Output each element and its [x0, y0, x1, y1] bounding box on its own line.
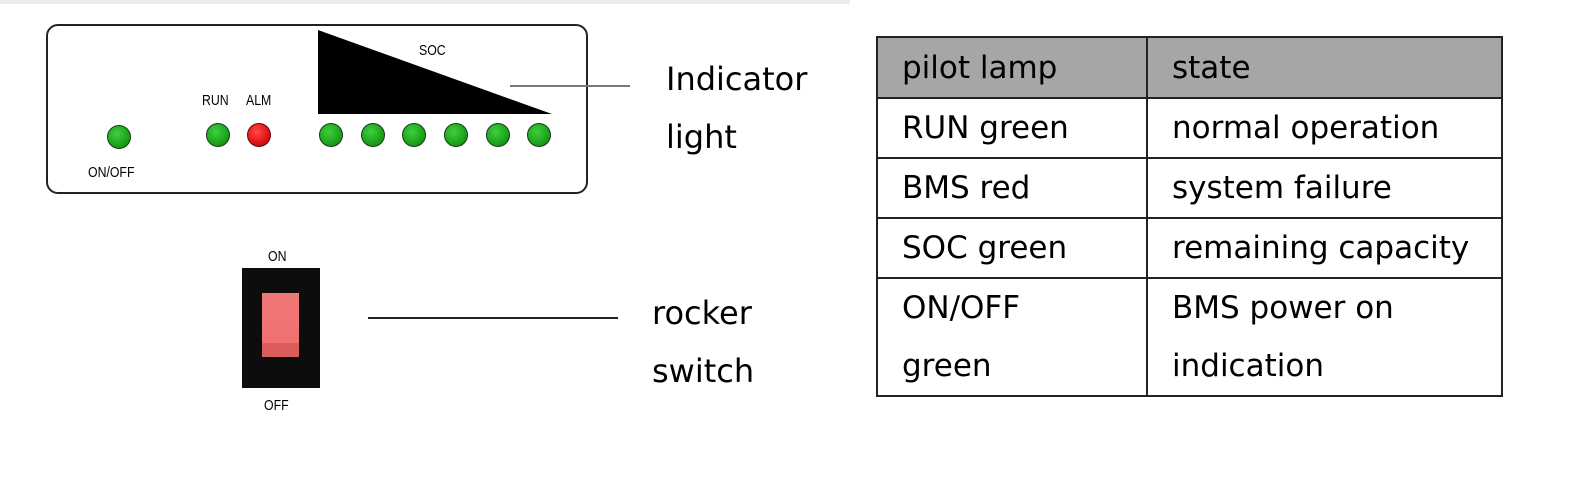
on-off-label: ON/OFF: [88, 164, 135, 181]
table-row: ON/OFF green BMS power on indication: [876, 277, 1503, 397]
cell-lamp: SOC green: [876, 217, 1148, 279]
soc-lamp-4: [444, 123, 468, 147]
header-state: state: [1146, 36, 1503, 99]
indicator-callout-line-1: Indicator: [666, 60, 808, 98]
cell-state-line-2: indication: [1172, 348, 1324, 384]
soc-lamp-3: [402, 123, 426, 147]
indicator-callout: Indicator light: [666, 50, 807, 166]
soc-triangle-icon: [318, 30, 552, 114]
soc-lamp-1: [319, 123, 343, 147]
cell-lamp: ON/OFF green: [876, 277, 1148, 397]
pilot-lamp-table: pilot lamp state RUN green normal operat…: [876, 36, 1503, 397]
table-row: SOC green remaining capacity: [876, 217, 1503, 279]
cell-lamp-line-2: green: [902, 348, 992, 384]
rocker-switch-paddle[interactable]: [262, 293, 299, 357]
cell-state: system failure: [1146, 157, 1503, 219]
alm-lamp: [247, 123, 271, 147]
switch-on-label: ON: [268, 248, 287, 265]
cell-lamp: RUN green: [876, 97, 1148, 159]
cell-lamp-line-1: ON/OFF: [902, 290, 1021, 326]
rocker-callout-line-2: switch: [652, 352, 755, 390]
table-header-row: pilot lamp state: [876, 36, 1503, 99]
rocker-leader-line: [368, 317, 618, 319]
cell-state: BMS power on indication: [1146, 277, 1503, 397]
top-edge-strip: [0, 0, 850, 4]
switch-off-label: OFF: [264, 397, 289, 414]
indicator-callout-line-2: light: [666, 118, 737, 156]
cell-lamp: BMS red: [876, 157, 1148, 219]
cell-state: normal operation: [1146, 97, 1503, 159]
header-pilot-lamp: pilot lamp: [876, 36, 1148, 99]
rocker-callout: rocker switch: [652, 284, 754, 400]
run-label: RUN: [202, 92, 229, 109]
indicator-leader-line: [510, 85, 630, 87]
cell-state-line-1: BMS power on: [1172, 290, 1394, 326]
soc-lamp-5: [486, 123, 510, 147]
table-row: RUN green normal operation: [876, 97, 1503, 159]
on-off-lamp: [107, 125, 131, 149]
soc-lamp-2: [361, 123, 385, 147]
table-row: BMS red system failure: [876, 157, 1503, 219]
soc-lamp-6: [527, 123, 551, 147]
alm-label: ALM: [246, 92, 272, 109]
soc-label: SOC: [419, 42, 446, 59]
run-lamp: [206, 123, 230, 147]
cell-state: remaining capacity: [1146, 217, 1503, 279]
rocker-callout-line-1: rocker: [652, 294, 752, 332]
